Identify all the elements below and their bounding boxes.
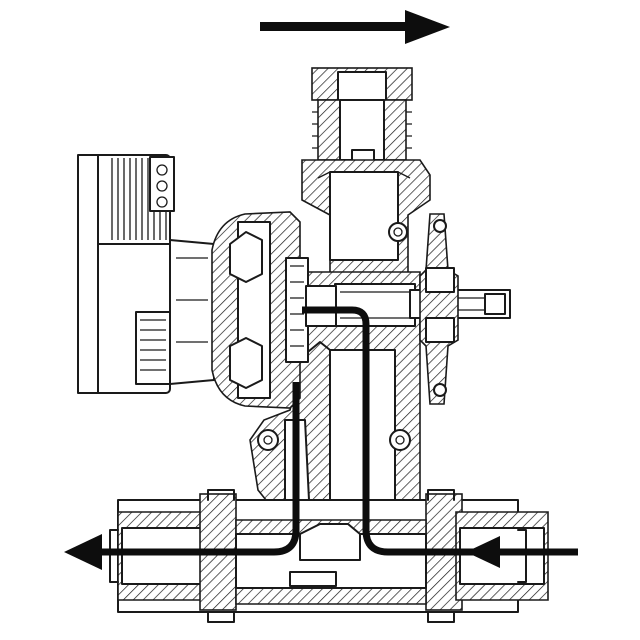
pump-motor <box>77 154 175 394</box>
impeller-housing <box>169 211 337 409</box>
bolt-hole-right <box>389 429 411 451</box>
check-valve <box>299 523 361 561</box>
bolt-hole-upper <box>388 222 408 242</box>
left-flow-arrowhead <box>64 534 102 570</box>
bottom-pipe-assembly <box>109 489 549 623</box>
valve-body-neck <box>301 159 431 281</box>
motor-lower-fins <box>135 311 171 385</box>
top-outlet-fitting <box>311 67 413 165</box>
shaft-coupling <box>305 285 337 327</box>
top-flow-arrow <box>260 10 450 44</box>
right-flow-arrowhead <box>466 536 500 568</box>
bolt-hole-left <box>257 429 279 451</box>
flow-path <box>64 306 578 570</box>
terminal-box <box>149 156 175 212</box>
